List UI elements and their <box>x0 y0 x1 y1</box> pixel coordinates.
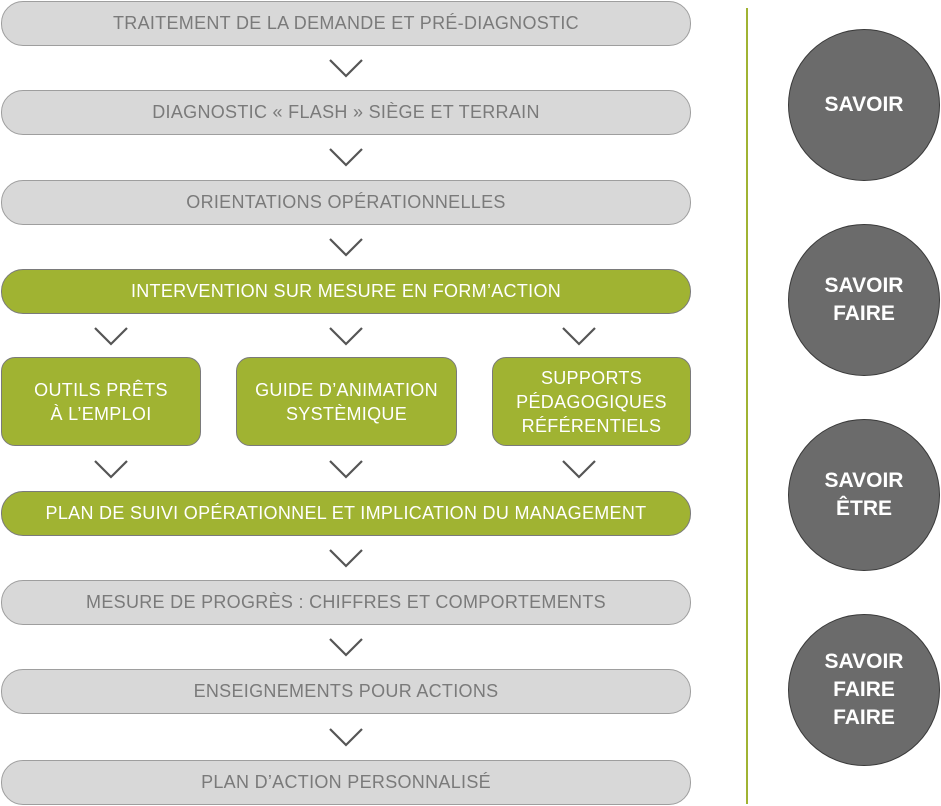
chevron-down-icon <box>329 638 363 657</box>
chevron-down-icon <box>329 148 363 167</box>
step-label: ORIENTATIONS OPÉRATIONNELLES <box>186 192 506 212</box>
step-custom-intervention: INTERVENTION SUR MESURE EN FORM’ACTION <box>1 269 691 314</box>
step-label: PLAN D’ACTION PERSONNALISÉ <box>201 772 491 792</box>
circle-label: SAVOIR FAIRE <box>824 274 904 325</box>
step-lessons-for-actions: ENSEIGNEMENTS POUR ACTIONS <box>1 669 691 714</box>
circle-label: SAVOIR <box>824 93 904 116</box>
step-operational-orientations: ORIENTATIONS OPÉRATIONNELLES <box>1 180 691 225</box>
sub-ready-tools: OUTILS PRÊTS À L’EMPLOI <box>1 357 201 446</box>
chevron-down-icon <box>329 238 363 257</box>
step-flash-diagnostic: DIAGNOSTIC « FLASH » SIÈGE ET TERRAIN <box>1 90 691 135</box>
step-followup-plan: PLAN DE SUIVI OPÉRATIONNEL ET IMPLICATIO… <box>1 491 691 536</box>
vertical-divider <box>746 8 748 804</box>
sub-animation-guide: GUIDE D’ANIMATION SYSTÈMIQUE <box>236 357 457 446</box>
chevron-down-icon <box>562 460 596 479</box>
step-progress-measure: MESURE DE PROGRÈS : CHIFFRES ET COMPORTE… <box>1 580 691 625</box>
sub-pedagogical-supports: SUPPORTS PÉDAGOGIQUES RÉFÉRENTIELS <box>492 357 691 446</box>
step-treatment-prediagnostic: TRAITEMENT DE LA DEMANDE ET PRÉ-DIAGNOST… <box>1 1 691 46</box>
circle-label: SAVOIR FAIRE FAIRE <box>824 650 904 729</box>
chevron-down-icon <box>562 327 596 346</box>
step-personal-action-plan: PLAN D’ACTION PERSONNALISÉ <box>1 760 691 805</box>
sub-label: SUPPORTS PÉDAGOGIQUES RÉFÉRENTIELS <box>516 367 667 436</box>
circle-savoir-faire: SAVOIR FAIRE <box>788 224 940 376</box>
circle-savoir: SAVOIR <box>788 29 940 181</box>
circle-savoir-etre: SAVOIR ÊTRE <box>788 419 940 571</box>
chevron-down-icon <box>329 549 363 568</box>
sub-label: GUIDE D’ANIMATION SYSTÈMIQUE <box>255 379 438 424</box>
chevron-down-icon <box>329 728 363 747</box>
chevron-down-icon <box>329 327 363 346</box>
step-label: ENSEIGNEMENTS POUR ACTIONS <box>193 681 499 701</box>
sub-label: OUTILS PRÊTS À L’EMPLOI <box>34 379 168 424</box>
step-label: PLAN DE SUIVI OPÉRATIONNEL ET IMPLICATIO… <box>45 503 647 523</box>
step-label: INTERVENTION SUR MESURE EN FORM’ACTION <box>130 281 562 301</box>
step-label: DIAGNOSTIC « FLASH » SIÈGE ET TERRAIN <box>152 102 540 122</box>
circle-savoir-faire-faire: SAVOIR FAIRE FAIRE <box>788 614 940 766</box>
step-label: TRAITEMENT DE LA DEMANDE ET PRÉ-DIAGNOST… <box>112 13 579 33</box>
circle-label: SAVOIR ÊTRE <box>824 469 904 520</box>
chevron-down-icon <box>94 327 128 346</box>
chevron-down-icon <box>94 460 128 479</box>
chevron-down-icon <box>329 59 363 78</box>
chevron-down-icon <box>329 460 363 479</box>
step-label: MESURE DE PROGRÈS : CHIFFRES ET COMPORTE… <box>86 592 606 612</box>
